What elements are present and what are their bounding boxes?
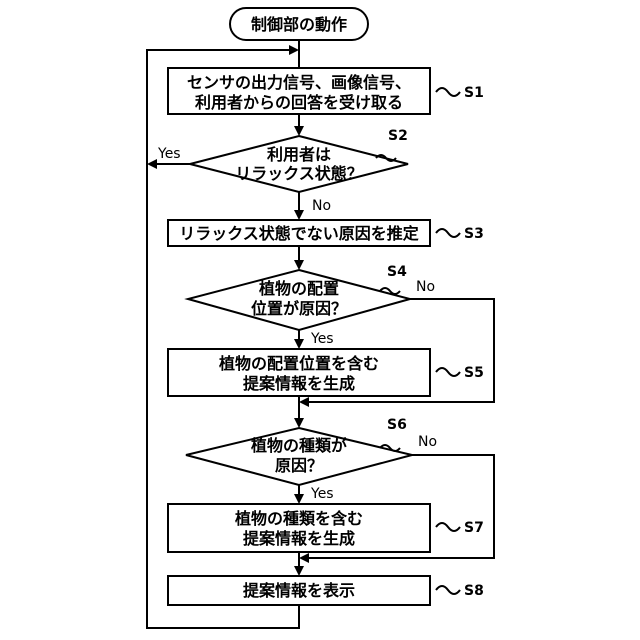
- start-label: 制御部の動作: [251, 15, 347, 34]
- arrowhead-s4: [294, 260, 304, 270]
- step-s5-leader: [436, 368, 460, 376]
- decision-s2-line2: リラックス状態？: [235, 164, 363, 183]
- arrowhead-s2: [294, 126, 304, 136]
- connector-s8-loop: [147, 605, 299, 628]
- arrowhead-s7: [294, 494, 304, 504]
- step-s8-leader: [436, 586, 460, 594]
- step-s8-line1: 提案情報を表示: [243, 581, 355, 600]
- decision-s4-id: S4: [387, 264, 407, 280]
- decision-s6-no: No: [418, 434, 437, 450]
- step-s5-line2: 提案情報を生成: [243, 374, 355, 393]
- step-s1-line2: 利用者からの回答を受け取る: [195, 93, 403, 112]
- arrowhead-s8: [294, 566, 304, 576]
- arrowhead-s4-merge: [299, 397, 309, 407]
- loop-back-arrowhead: [289, 45, 299, 55]
- step-s3-leader: [436, 229, 460, 237]
- step-s1-leader: [436, 88, 460, 96]
- arrowhead-s5: [294, 339, 304, 349]
- decision-s2-id: S2: [388, 128, 408, 144]
- decision-s6-yes: Yes: [310, 486, 334, 502]
- step-s8-id: S8: [464, 583, 484, 599]
- decision-s2-no: No: [312, 198, 331, 214]
- decision-s4-line2: 位置が原因？: [251, 299, 347, 318]
- step-s7-line2: 提案情報を生成: [243, 529, 355, 548]
- decision-s2-yes: Yes: [157, 146, 181, 162]
- step-s7-line1: 植物の種類を含む: [234, 509, 363, 528]
- decision-s2-line1: 利用者は: [267, 145, 331, 164]
- step-s1-id: S1: [464, 85, 484, 101]
- step-s7-id: S7: [464, 520, 484, 536]
- arrowhead-s6-merge: [299, 553, 309, 563]
- arrowhead-s3: [294, 210, 304, 220]
- step-s3-id: S3: [464, 226, 484, 242]
- decision-s6-line1: 植物の種類が: [250, 436, 347, 455]
- arrowhead-s2-yes: [147, 159, 157, 169]
- decision-s4-no: No: [416, 279, 435, 295]
- decision-s6-line2: 原因？: [275, 456, 323, 475]
- decision-s6-id: S6: [387, 417, 407, 433]
- step-s5-line1: 植物の配置位置を含む: [218, 354, 379, 373]
- decision-s4-line1: 植物の配置: [258, 279, 339, 298]
- step-s1-line1: センサの出力信号、画像信号、: [187, 73, 411, 92]
- decision-s4-yes: Yes: [310, 331, 334, 347]
- step-s7-leader: [436, 523, 460, 531]
- step-s3-line1: リラックス状態でない原因を推定: [179, 224, 419, 243]
- step-s5-id: S5: [464, 365, 484, 381]
- arrowhead-s6: [294, 418, 304, 428]
